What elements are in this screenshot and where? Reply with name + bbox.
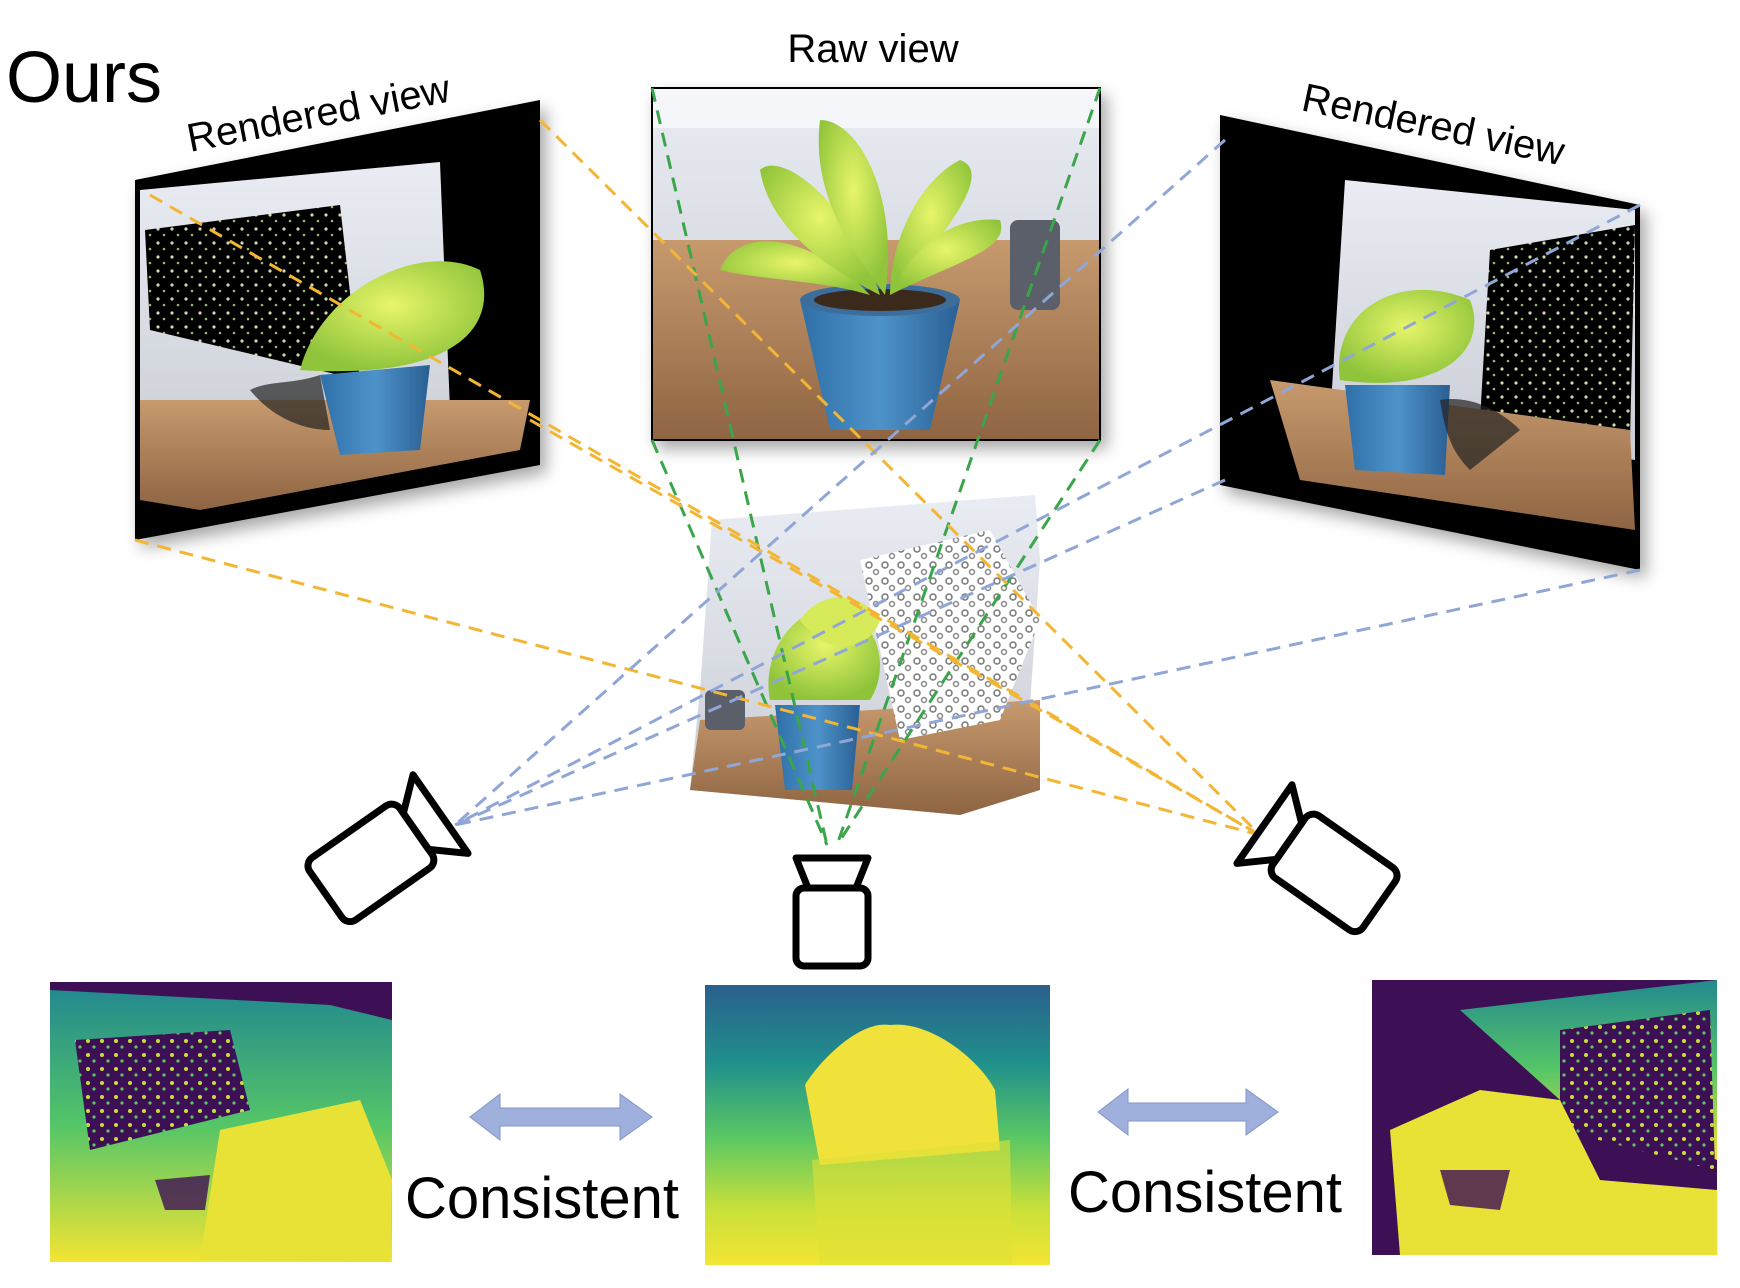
consistent-label-right: Consistent bbox=[1068, 1160, 1342, 1225]
depth-map-left bbox=[50, 982, 392, 1262]
camera-left-icon bbox=[304, 771, 472, 926]
camera-center-icon bbox=[792, 854, 872, 970]
projection-rays bbox=[134, 87, 1641, 846]
figure-heading: Ours bbox=[6, 38, 162, 118]
double-arrow-left-icon bbox=[469, 1092, 653, 1142]
rendered-view-right-image bbox=[1220, 115, 1640, 570]
camera-right-icon bbox=[1233, 781, 1401, 936]
depth-map-right bbox=[1372, 980, 1717, 1255]
double-arrow-right-icon bbox=[1097, 1087, 1279, 1137]
consistent-label-left: Consistent bbox=[405, 1166, 679, 1231]
raw-view-label: Raw view bbox=[787, 27, 958, 71]
rendered-view-left-image bbox=[135, 100, 540, 540]
point-cloud-image bbox=[690, 495, 1040, 815]
raw-view-image bbox=[651, 87, 1101, 441]
depth-map-center bbox=[705, 985, 1050, 1265]
